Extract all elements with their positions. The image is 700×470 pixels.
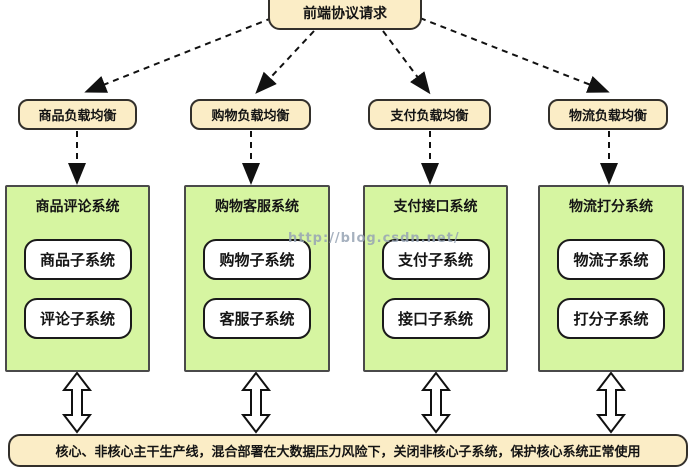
system-logistics-score-title: 物流打分系统: [569, 199, 653, 215]
lb-payment-label: 支付负载均衡: [390, 109, 469, 124]
sub-logistics-label: 物流子系统: [573, 251, 649, 269]
node-sub-review: 评论子系统: [23, 298, 132, 339]
double-arrow-sys3: [420, 371, 452, 434]
node-sub-score: 打分子系统: [557, 298, 665, 339]
arrow-top-to-lb3: [382, 30, 431, 95]
node-sub-service: 客服子系统: [203, 298, 311, 339]
node-lb-product: 商品负载均衡: [18, 99, 137, 130]
sub-review-label: 评论子系统: [39, 310, 115, 328]
node-lb-payment: 支付负载均衡: [368, 99, 491, 130]
double-arrow-sys2: [240, 371, 272, 434]
node-system-shopping-service: 购物客服系统 购物子系统 客服子系统: [184, 185, 330, 372]
double-arrow-sys4: [595, 371, 627, 434]
arrow-top-to-lb4: [419, 17, 610, 93]
node-frontend-request: 前端协议请求: [268, 0, 422, 30]
sub-payment-label: 支付子系统: [397, 251, 473, 269]
double-arrow-sys1: [61, 371, 93, 434]
system-payment-interface-title: 支付接口系统: [393, 199, 478, 215]
node-sub-logistics: 物流子系统: [557, 239, 665, 280]
node-lb-logistics: 物流负载均衡: [548, 99, 668, 130]
system-shopping-service-title: 购物客服系统: [215, 199, 299, 215]
trunk-production-line-label: 核心、非核心主干生产线，混合部署在大数据压力风险下，关闭非核心子系统，保护核心系…: [55, 445, 641, 460]
frontend-request-label: 前端协议请求: [303, 6, 387, 22]
lb-shopping-label: 购物负载均衡: [211, 109, 290, 124]
node-system-payment-interface: 支付接口系统 支付子系统 接口子系统: [363, 185, 508, 372]
sub-service-label: 客服子系统: [219, 310, 295, 328]
sub-score-label: 打分子系统: [573, 310, 649, 328]
arrow-top-to-lb2: [255, 30, 315, 94]
system-product-review-title: 商品评论系统: [35, 199, 120, 215]
node-sub-interface: 接口子系统: [381, 298, 490, 339]
node-system-product-review: 商品评论系统 商品子系统 评论子系统: [5, 185, 150, 372]
sub-interface-label: 接口子系统: [397, 310, 473, 328]
node-sub-shopping: 购物子系统: [203, 239, 311, 280]
node-trunk-production-line: 核心、非核心主干生产线，混合部署在大数据压力风险下，关闭非核心子系统，保护核心系…: [8, 434, 688, 467]
arrow-top-to-lb1: [84, 17, 273, 93]
node-sub-product: 商品子系统: [23, 239, 132, 280]
node-sub-payment: 支付子系统: [381, 239, 490, 280]
node-lb-shopping: 购物负载均衡: [190, 99, 311, 130]
lb-logistics-label: 物流负载均衡: [568, 109, 647, 124]
sub-shopping-label: 购物子系统: [219, 251, 295, 269]
lb-product-label: 商品负载均衡: [38, 109, 117, 124]
node-system-logistics-score: 物流打分系统 物流子系统 打分子系统: [538, 185, 684, 372]
sub-product-label: 商品子系统: [39, 251, 115, 269]
